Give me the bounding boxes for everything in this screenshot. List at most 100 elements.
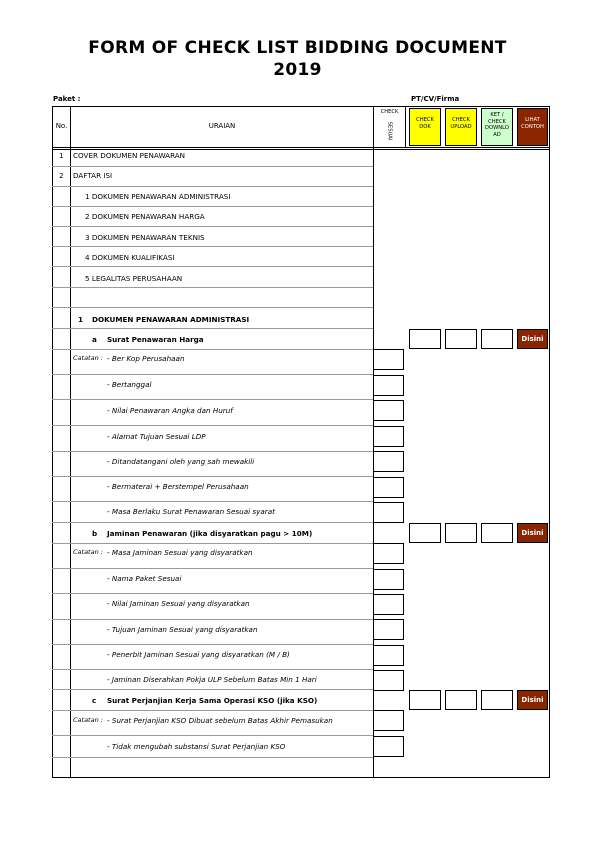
group-b-item-1: - Masa Jaminan Sesuai yang disyaratkan <box>107 548 253 557</box>
sesuai-checkbox-a7[interactable] <box>373 502 404 523</box>
group-b-title: Jaminan Penawaran (jika disyaratkan pagu… <box>107 529 313 538</box>
row-separator <box>52 451 373 452</box>
header-no: No. <box>55 122 68 130</box>
header-bottom-line-2 <box>52 149 550 150</box>
header-check-dok: CHECK DOK <box>409 108 441 146</box>
row-separator <box>52 710 373 711</box>
row-separator <box>52 735 373 736</box>
check-download-b[interactable] <box>481 523 513 543</box>
row-separator <box>52 287 373 288</box>
header-check-upload: CHECK UPLOAD <box>445 108 477 146</box>
row-separator <box>52 425 373 426</box>
row-separator <box>52 522 373 523</box>
catatan-label-c: Catatan : <box>73 716 103 724</box>
check-download-c[interactable] <box>481 690 513 710</box>
toc-no-2: 2 <box>59 171 64 180</box>
sesuai-checkbox-a5[interactable] <box>373 451 404 472</box>
group-b-item-3: - Nilai Jaminan Sesuai yang disyaratkan <box>107 599 250 608</box>
row-separator <box>52 226 373 227</box>
group-a-item-6: - Bermaterai + Berstempel Perusahaan <box>107 482 249 491</box>
group-c-letter: c <box>92 696 97 705</box>
group-a-item-1: - Ber Kop Perusahaan <box>107 354 185 363</box>
sesuai-checkbox-a1[interactable] <box>373 349 404 370</box>
row-separator <box>52 689 373 690</box>
col-divider-no <box>70 106 71 778</box>
row-separator <box>52 399 373 400</box>
header-check-sesuai-side: SESUAI <box>386 121 393 141</box>
row-separator <box>52 307 373 308</box>
catatan-label-a: Catatan : <box>73 354 103 362</box>
group-c-item-2: - Tidak mengubah substansi Surat Perjanj… <box>107 742 286 751</box>
toc-no-1: 1 <box>59 151 64 160</box>
toc-item-daftar-isi: DAFTAR ISI <box>73 171 113 180</box>
document-title: FORM OF CHECK LIST BIDDING DOCUMENT <box>88 38 507 58</box>
toc-sub-harga: 2 DOKUMEN PENAWARAN HARGA <box>85 212 205 221</box>
row-separator <box>52 166 373 167</box>
group-b-item-4: - Tujuan Jaminan Sesuai yang disyaratkan <box>107 625 258 634</box>
disini-button-a[interactable]: Disini <box>517 329 548 349</box>
sesuai-checkbox-b2[interactable] <box>373 569 404 590</box>
row-separator <box>52 543 373 544</box>
row-separator <box>52 568 373 569</box>
document-year: 2019 <box>273 60 322 80</box>
sesuai-checkbox-a6[interactable] <box>373 477 404 498</box>
catatan-label-b: Catatan : <box>73 548 103 556</box>
group-a-item-4: - Alamat Tujuan Sesuai LDP <box>107 432 206 441</box>
col-divider-sesuai <box>405 106 406 148</box>
toc-item-cover: COVER DOKUMEN PENAWARAN <box>73 151 186 160</box>
group-a-item-7: - Masa Berlaku Surat Penawaran Sesuai sy… <box>107 507 275 516</box>
disini-button-b[interactable]: Disini <box>517 523 548 543</box>
group-b-item-6: - Jaminan Diserahkan Pokja ULP Sebelum B… <box>107 675 317 684</box>
sesuai-checkbox-b6[interactable] <box>373 670 404 691</box>
group-c-item-1: - Surat Perjanjian KSO Dibuat sebelum Ba… <box>107 716 333 725</box>
group-c-title: Surat Perjanjian Kerja Sama Operasi KSO … <box>107 696 318 705</box>
header-lihat-contoh: LIHAT CONTOH <box>517 108 548 146</box>
sesuai-checkbox-c1[interactable] <box>373 710 404 731</box>
check-download-a[interactable] <box>481 329 513 349</box>
sesuai-checkbox-b1[interactable] <box>373 543 404 564</box>
group-b-item-5: - Penerbit Jaminan Sesuai yang disyaratk… <box>107 650 290 659</box>
row-separator <box>52 186 373 187</box>
toc-sub-kualifikasi: 4 DOKUMEN KUALIFIKASI <box>85 253 175 262</box>
sesuai-checkbox-b5[interactable] <box>373 645 404 666</box>
paket-label: Paket : <box>53 95 81 103</box>
sesuai-checkbox-c2[interactable] <box>373 736 404 757</box>
sesuai-checkbox-a2[interactable] <box>373 375 404 396</box>
row-separator <box>52 669 373 670</box>
header-ket-check-download: KET / CHECK DOWNLO AD <box>481 108 513 146</box>
row-separator <box>52 328 373 329</box>
group-b-letter: b <box>92 529 98 538</box>
row-separator <box>52 374 373 375</box>
sesuai-checkbox-b4[interactable] <box>373 619 404 640</box>
toc-sub-teknis: 3 DOKUMEN PENAWARAN TEKNIS <box>85 233 205 242</box>
check-upload-a[interactable] <box>445 329 477 349</box>
group-a-item-5: - Ditandatangani oleh yang sah mewakili <box>107 457 255 466</box>
row-separator <box>52 619 373 620</box>
header-uraian: URAIAN <box>208 122 236 130</box>
row-separator <box>52 476 373 477</box>
section-1-title: DOKUMEN PENAWARAN ADMINISTRASI <box>92 315 250 324</box>
row-separator <box>52 206 373 207</box>
group-b-item-2: - Nama Paket Sesuai <box>107 574 182 583</box>
checklist-table <box>52 106 550 778</box>
check-dok-b[interactable] <box>409 523 441 543</box>
row-separator <box>52 246 373 247</box>
sesuai-checkbox-b3[interactable] <box>373 594 404 615</box>
check-upload-c[interactable] <box>445 690 477 710</box>
sesuai-checkbox-a4[interactable] <box>373 426 404 447</box>
disini-button-c[interactable]: Disini <box>517 690 548 710</box>
row-separator <box>52 349 373 350</box>
sesuai-checkbox-a3[interactable] <box>373 400 404 421</box>
check-dok-c[interactable] <box>409 690 441 710</box>
group-a-letter: a <box>92 335 97 344</box>
row-separator <box>52 644 373 645</box>
header-bottom-line <box>52 147 550 148</box>
group-a-item-3: - Nilai Penawaran Angka dan Huruf <box>107 406 233 415</box>
check-upload-b[interactable] <box>445 523 477 543</box>
row-separator <box>52 593 373 594</box>
group-a-item-2: - Bertanggal <box>107 380 152 389</box>
check-dok-a[interactable] <box>409 329 441 349</box>
group-a-title: Surat Penawaran Harga <box>107 335 204 344</box>
row-separator <box>52 266 373 267</box>
toc-sub-legalitas: 5 LEGALITAS PERUSAHAAN <box>85 274 183 283</box>
